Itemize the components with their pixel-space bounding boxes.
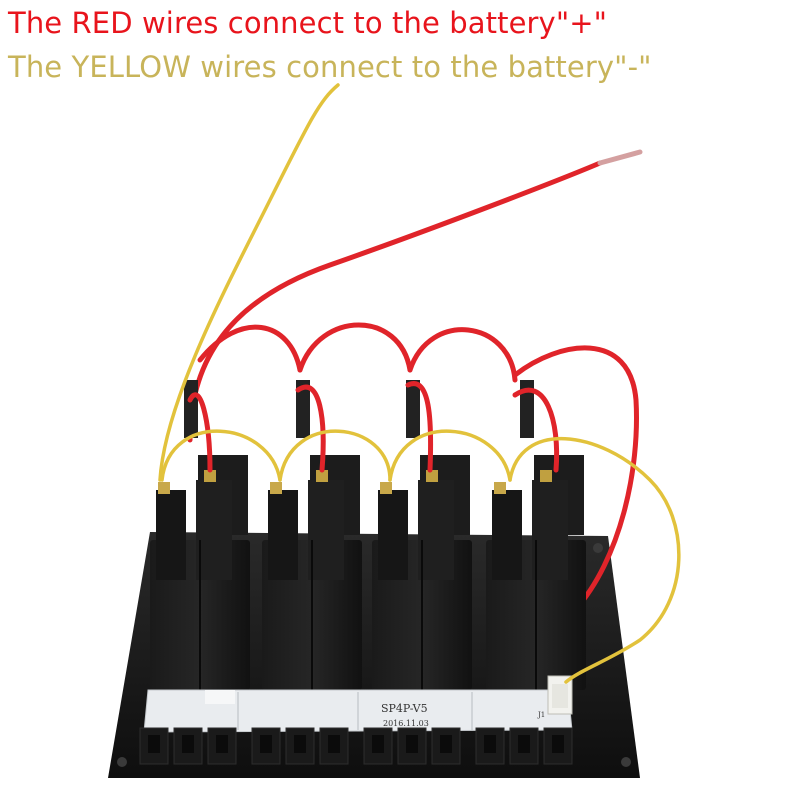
pcb-model-label: SP4P-V5: [381, 702, 428, 715]
switch-4: [486, 380, 586, 690]
switch-3: [372, 380, 472, 690]
bottom-latches: [139, 727, 573, 765]
wire-connector: [547, 675, 573, 715]
caption-red-wires: The RED wires connect to the battery"+": [8, 6, 608, 40]
pcb-board: SP4P-V5 2016.11.03 J1: [143, 689, 573, 733]
caption-yellow-wires: The YELLOW wires connect to the battery"…: [8, 50, 652, 84]
connector-mark-label: J1: [537, 711, 545, 719]
pcb-date-label: 2016.11.03: [383, 719, 429, 728]
switch-2: [262, 380, 362, 690]
switch-1: [150, 380, 250, 690]
